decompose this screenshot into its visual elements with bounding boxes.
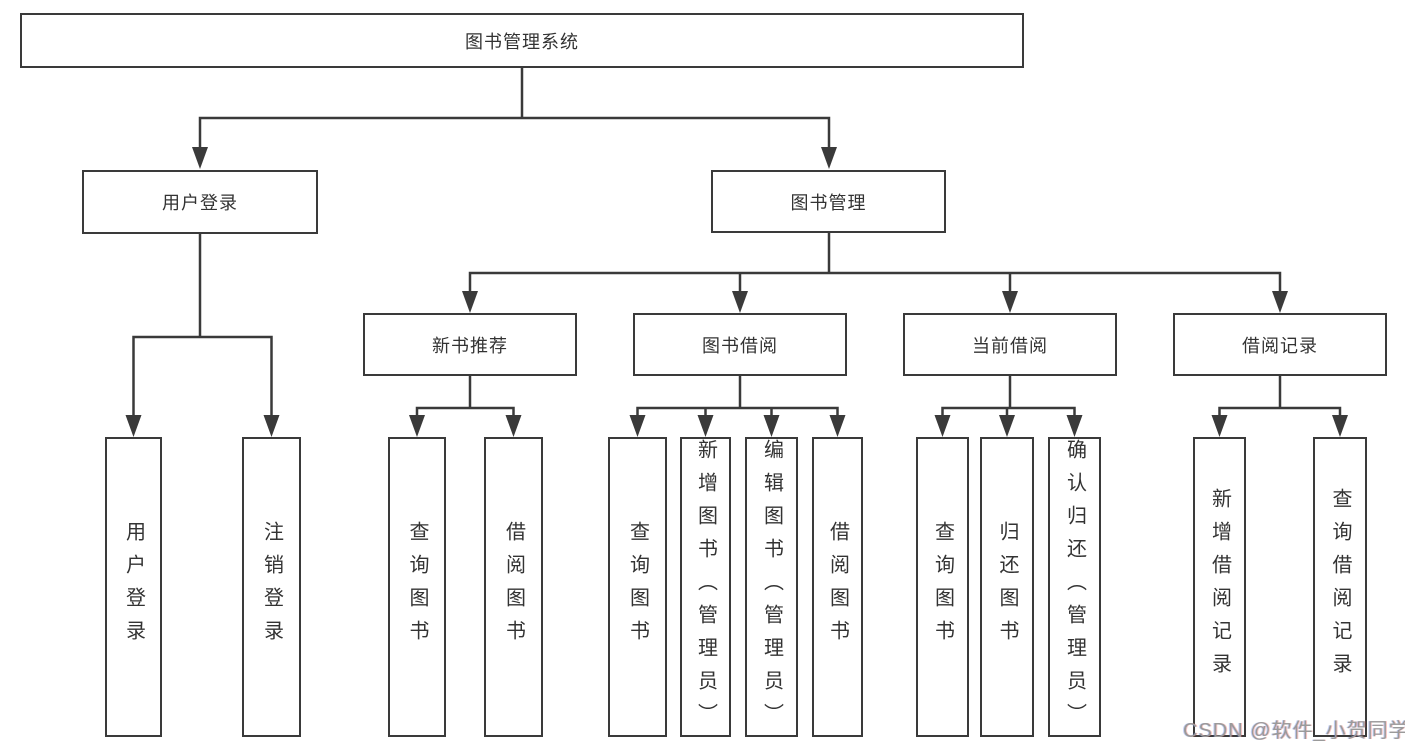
- leaf-logout-login: 注销登录: [242, 437, 301, 737]
- leaf-borrow-books-recommend: 借阅图书: [484, 437, 543, 737]
- leaf-user-login: 用户登录: [105, 437, 162, 737]
- node-borrowing-records: 借阅记录: [1173, 313, 1387, 376]
- leaf-query-books-recommend: 查询图书: [388, 437, 446, 737]
- node-current-borrowing: 当前借阅: [903, 313, 1117, 376]
- node-book-management: 图书管理: [711, 170, 946, 233]
- leaf-query-books-borrowing: 查询图书: [608, 437, 667, 737]
- node-user-login: 用户登录: [82, 170, 318, 234]
- leaf-confirm-return-admin: 确认归还（管理员）: [1048, 437, 1101, 737]
- node-new-book-recommendation: 新书推荐: [363, 313, 577, 376]
- leaf-query-borrow-record: 查询借阅记录: [1313, 437, 1367, 737]
- node-library-management-system: 图书管理系统: [20, 13, 1024, 68]
- leaf-return-books: 归还图书: [980, 437, 1034, 737]
- arrowhead-icons: [125, 147, 1348, 437]
- leaf-edit-books-admin: 编辑图书（管理员）: [745, 437, 798, 737]
- leaf-add-books-admin: 新增图书（管理员）: [680, 437, 731, 737]
- csdn-watermark: CSDN @软件_小贺同学: [1183, 720, 1405, 742]
- leaf-borrow-books-borrowing: 借阅图书: [812, 437, 863, 737]
- leaf-query-books-current: 查询图书: [916, 437, 969, 737]
- node-book-borrowing: 图书借阅: [633, 313, 847, 376]
- leaf-add-borrow-record: 新增借阅记录: [1193, 437, 1246, 737]
